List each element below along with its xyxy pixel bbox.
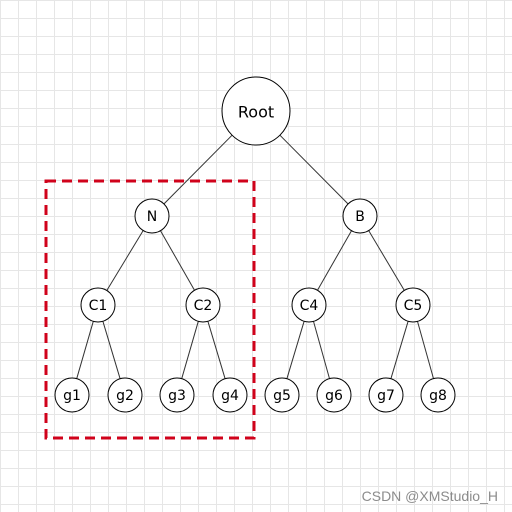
tree-node-c5: C5 [395,287,431,323]
tree-node-g2: g2 [107,377,143,413]
node-circle-b [342,198,378,234]
node-label-c4: C4 [300,298,319,314]
node-circle-c1 [80,287,116,323]
edge-c2-g4 [207,321,226,379]
edge-root-n [163,134,233,205]
watermark: CSDN @XMStudio_H [361,488,498,504]
tree-node-c4: C4 [291,287,327,323]
node-label-g7: g7 [377,388,395,404]
edge-n-c1 [106,230,144,291]
node-label-c5: C5 [404,298,423,314]
tree-node-g8: g8 [420,377,456,413]
edge-c5-g7 [390,321,409,379]
node-circle-g5 [264,377,300,413]
node-circle-c2 [185,287,221,323]
node-label-b: B [355,209,365,225]
subtree-highlight-box [44,179,256,440]
node-label-g6: g6 [325,388,343,404]
edge-c2-g3 [181,321,199,379]
node-circle-g6 [316,377,352,413]
node-circle-root [221,76,291,146]
node-label-c1: C1 [89,298,108,314]
edge-c5-g8 [417,321,434,379]
node-label-n: N [147,209,157,225]
node-circle-c4 [291,287,327,323]
tree-node-g7: g7 [368,377,404,413]
node-label-g3: g3 [168,388,186,404]
node-label-g5: g5 [273,388,291,404]
node-label-g8: g8 [429,388,447,404]
node-circle-c5 [395,287,431,323]
edge-c4-g5 [286,321,305,379]
node-circle-g1 [54,377,90,413]
tree-node-c1: C1 [80,287,116,323]
tree-node-g5: g5 [264,377,300,413]
node-circle-g7 [368,377,404,413]
tree-node-g6: g6 [316,377,352,413]
edge-c1-g1 [76,321,94,379]
node-circle-g8 [420,377,456,413]
node-label-g4: g4 [221,388,239,404]
edge-b-c4 [317,230,352,291]
tree-node-g3: g3 [159,377,195,413]
edge-c4-g6 [313,321,330,379]
edge-n-c2 [160,230,195,291]
node-circle-g3 [159,377,195,413]
node-label-c2: C2 [194,298,213,314]
edges-layer [76,134,434,379]
tree-node-root: Root [221,76,291,146]
tree-node-g4: g4 [212,377,248,413]
node-label-g1: g1 [63,388,81,404]
edge-c1-g2 [102,321,121,379]
edge-root-b [279,134,349,205]
node-circle-g2 [107,377,143,413]
node-circle-g4 [212,377,248,413]
tree-node-b: B [342,198,378,234]
node-label-root: Root [238,103,274,122]
tree-node-n: N [134,198,170,234]
edge-b-c5 [368,230,405,291]
node-circle-n [134,198,170,234]
node-label-g2: g2 [116,388,134,404]
tree-node-c2: C2 [185,287,221,323]
tree-node-g1: g1 [54,377,90,413]
